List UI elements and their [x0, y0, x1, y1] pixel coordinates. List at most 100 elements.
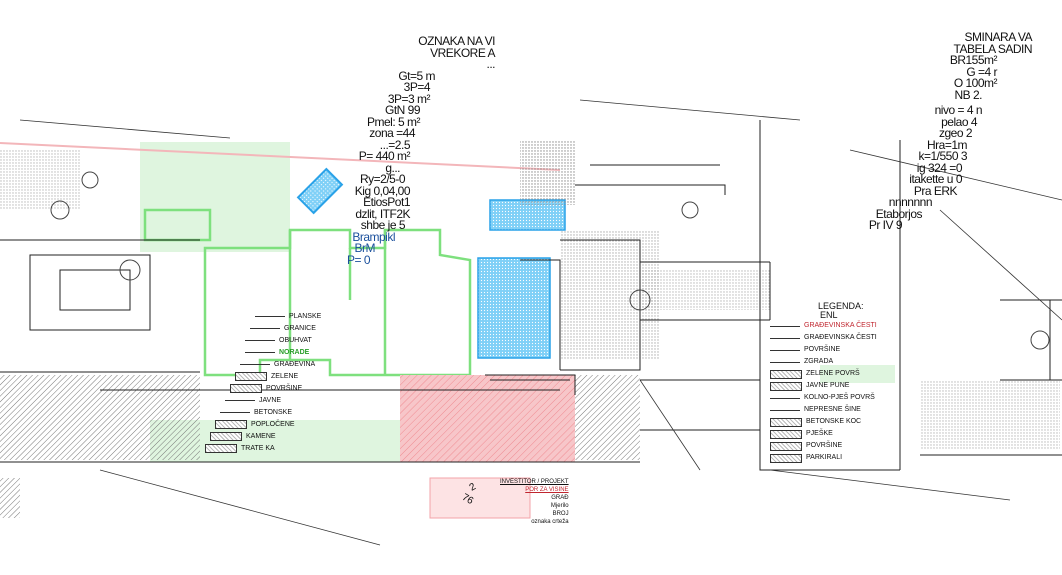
legend-swatch [250, 327, 280, 329]
legend-label: PJEŠKE [806, 430, 833, 437]
legend-label: POVRŠINE [804, 346, 841, 353]
legend-swatch [210, 431, 242, 441]
text-line: ...=2.5 [379, 137, 411, 152]
legend-swatch [770, 349, 800, 351]
legend-item: ZGRADA [770, 356, 877, 368]
legend-label: ZELENE [271, 372, 299, 380]
legend-swatch [205, 443, 237, 453]
title-block-center: OZNAKA NA VI VREKORE A ... Gt=5 m 3P=4 3… [330, 35, 496, 267]
text-line: g... [385, 160, 400, 175]
legend-label: GRAĐEVINSKA ČESTI [804, 334, 877, 341]
legend-swatch [230, 383, 262, 393]
text-line: NB 2. [954, 87, 982, 102]
legend-label: GRAĐEVINA [274, 360, 316, 368]
legend-label: GRANICE [284, 324, 316, 332]
legend-swatch [770, 417, 802, 427]
legend-swatch [770, 381, 802, 391]
wall-lines [0, 120, 1062, 471]
legend-swatch [770, 441, 802, 451]
text-line: zgeo 2 [938, 126, 973, 140]
text-line: GtN 99 [384, 103, 421, 117]
text-line: EtiosPot1 [363, 195, 410, 209]
text-line: Hra=1m [926, 137, 968, 152]
legend-label: NORADE [279, 348, 310, 356]
legend-swatch [220, 411, 250, 413]
tree-symbols [50, 171, 1050, 350]
legend-item: POVRŠINE [770, 440, 877, 452]
legend-swatch [255, 315, 285, 317]
title-block-right: SMINARA VA TABELA SADIN BR155m² G =4 r O… [860, 30, 1033, 232]
legend-item: GRAĐEVINSKA ČESTI [770, 320, 877, 332]
stamp-line: oznaka crteža [531, 519, 569, 525]
legend-item: GRAĐEVINSKA ČESTI [770, 332, 877, 344]
legend-swatch [245, 351, 275, 353]
legend-swatch [770, 361, 800, 363]
legend-label: POVRŠINE [266, 384, 303, 392]
legend-item: BETONSKE [215, 406, 321, 418]
legend-label: PLANSKE [289, 312, 322, 320]
legend-swatch [240, 363, 270, 365]
legend-label: JAVNE [259, 396, 282, 404]
legend-subtitle: ENL [820, 310, 838, 320]
stamp-line: POR ZA VISINE [525, 487, 569, 493]
legend-label: POPLOČENE [251, 420, 295, 428]
legend-label: ZELENE POVRŠ [806, 370, 860, 377]
text-line: BR155m² [949, 53, 998, 67]
text-line: G =4 r [966, 64, 997, 79]
text-line: Pr IV 9 [868, 218, 903, 232]
text-line: nivo = 4 n [934, 103, 983, 117]
legend-label: NEPRESNE ŠINE [804, 406, 861, 413]
legend-item: JAVNE PUNE [770, 380, 877, 392]
legend-item: TRATE KA [205, 442, 321, 454]
legend-item: NORADE [215, 346, 321, 358]
legend-label: GRAĐEVINSKA ČESTI [804, 322, 877, 329]
text-line: k=1/550 3 [918, 149, 967, 163]
legend-swatch [770, 453, 802, 463]
legend-item: JAVNE [215, 394, 321, 406]
legend-swatch [770, 397, 800, 399]
legend-label: BETONSKE [254, 408, 292, 416]
text-line: Ry=2/5-0 [359, 172, 406, 186]
text-line: SMINARA VA [964, 30, 1033, 44]
text-line: 3P=4 [403, 80, 431, 94]
text-line: Pra ERK [913, 183, 958, 198]
text-line: nnnnnnn [888, 195, 933, 209]
legend-label: ZGRADA [804, 358, 834, 365]
text-line: Gt=5 m [398, 68, 435, 83]
text-line: 3P=3 m² [387, 91, 431, 106]
legend-swatch [215, 419, 247, 429]
text-line: itakette u 0 [909, 172, 962, 186]
paved-area [0, 140, 1060, 518]
text-line: P= 0 [346, 252, 371, 267]
text-line: shbe je 5 [360, 218, 406, 232]
legend-item: GRANICE [215, 322, 321, 334]
text-line: ig 324 =0 [916, 160, 963, 175]
legend-label: BETONSKE KOC [806, 418, 862, 425]
text-line: Etaborjos [875, 206, 923, 221]
legend-swatch [225, 399, 255, 401]
text-line: Brampikl [352, 229, 395, 244]
legend-label: JAVNE PUNE [806, 382, 850, 389]
legend-right: LEGENDA: ENL GRAĐEVINSKA ČESTI GRAĐEVINS… [770, 302, 877, 464]
legend-item: PLANSKE [215, 310, 321, 322]
legend-swatch [770, 429, 802, 439]
stamp-line: Mjerilo [550, 503, 569, 509]
legend-item: KOLNO-PJEŠ POVRŠ [770, 392, 877, 404]
legend-label: KAMENE [246, 432, 276, 440]
legend-item: GRAĐEVINA [215, 358, 321, 370]
text-line: Kig 0,04,00 [354, 183, 411, 198]
stamp-line: BROJ [552, 511, 569, 517]
legend-item: POVRŠINE [770, 344, 877, 356]
legend-item: NEPRESNE ŠINE [770, 404, 877, 416]
legend-item: ZELENE POVRŠ [770, 368, 877, 380]
legend-item: POPLOČENE [215, 418, 321, 430]
legend-swatch [245, 339, 275, 341]
text-line: P= 440 m² [358, 149, 411, 163]
stamp-line: GRAĐ [551, 495, 569, 501]
legend-label: PARKIRALI [806, 454, 843, 461]
text-line: VREKORE A [430, 45, 495, 60]
text-line: O 100m² [953, 76, 998, 90]
legend-swatch [770, 369, 802, 379]
title-stamp: INVESTITOR / PROJEKT POR ZA VISINE GRAĐ … [500, 478, 569, 526]
